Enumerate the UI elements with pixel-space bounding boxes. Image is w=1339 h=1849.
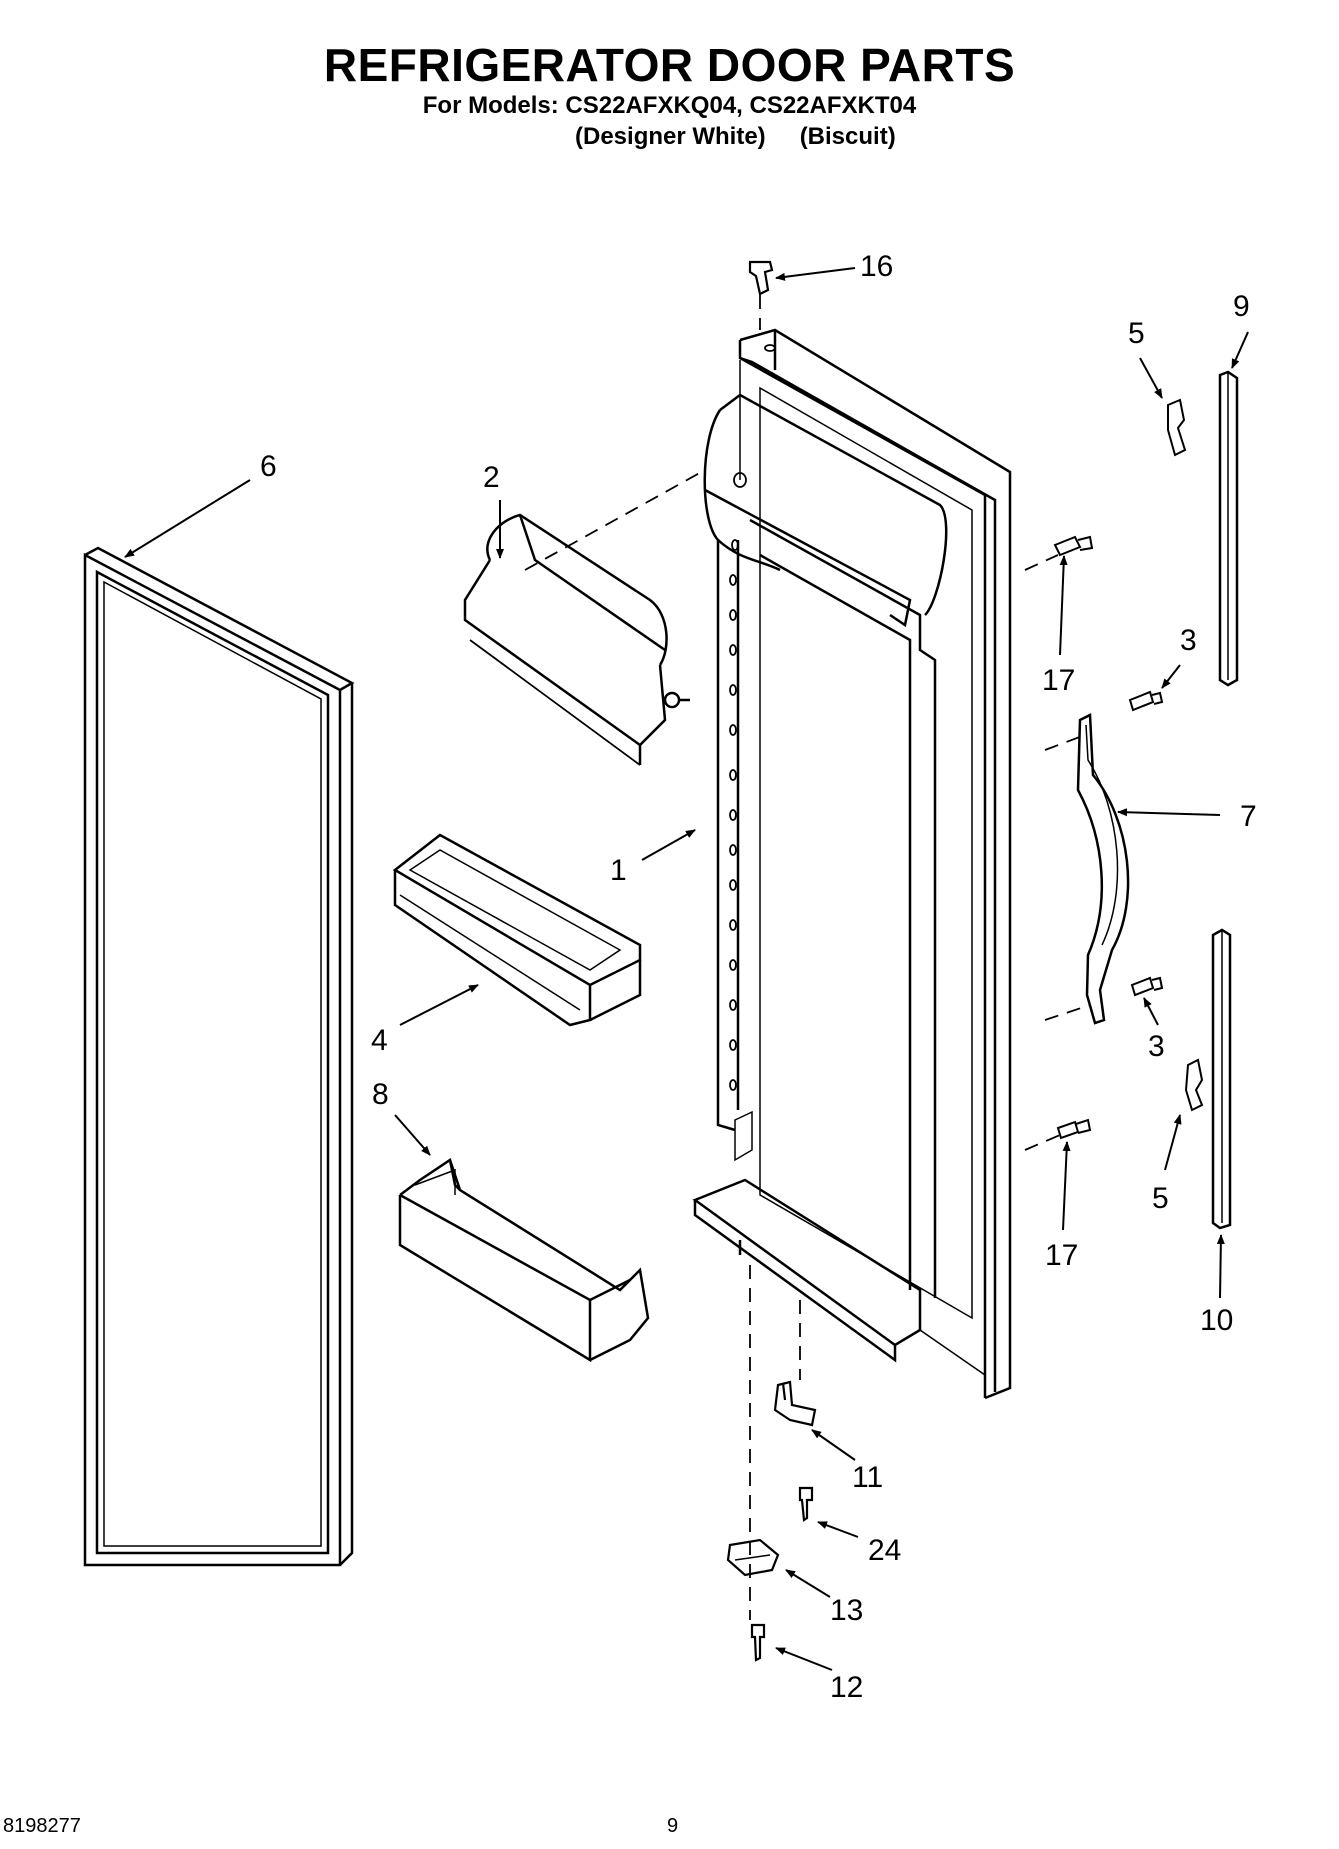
callout-12: 12 [830,1671,863,1704]
lower-door-bin [398,1158,650,1363]
callout-10: 10 [1200,1304,1233,1337]
door-handle [1076,713,1130,1025]
liner-dimples [729,344,776,1091]
callout-2: 2 [483,461,500,494]
callout-3a: 3 [1180,624,1197,657]
callout-9: 9 [1233,290,1250,323]
callout-5b: 5 [1152,1182,1169,1215]
callout-17a: 17 [1042,664,1075,697]
dairy-door [463,513,690,766]
variant-designer-white: (Designer White) [575,123,766,150]
callout-4: 4 [371,1024,388,1057]
callout-13: 13 [830,1594,863,1627]
models-line: For Models: CS22AFXKQ04, CS22AFXKT04 [422,92,917,119]
callout-16: 16 [860,250,893,283]
handle-trim-strips [1211,370,1239,1230]
callout-7: 7 [1240,800,1257,833]
callout-8: 8 [372,1078,389,1111]
callout-11: 11 [852,1461,883,1494]
callout-17b: 17 [1045,1239,1078,1272]
door-assembly [692,328,1012,1400]
variant-biscuit: (Biscuit) [799,123,896,150]
assembly-lines [524,295,1091,1620]
callout-5a: 5 [1128,317,1145,350]
screws [1053,535,1164,1140]
model-variants: (Designer White) (Biscuit) [575,123,930,151]
callout-1: 1 [610,854,627,887]
door-bin [392,833,642,1027]
hinge-hardware [726,1380,817,1662]
callout-24: 24 [868,1534,901,1567]
callout-6: 6 [260,450,277,483]
page-number: 9 [667,1815,679,1837]
leader-arrows [124,267,1249,1671]
trim-clips [1167,398,1204,1112]
page-title: REFRIGERATOR DOOR PARTS [323,39,1016,91]
door-gasket [83,546,355,1567]
door-plug [748,260,774,296]
document-number: 8198277 [3,1815,81,1837]
callout-3b: 3 [1148,1030,1165,1063]
